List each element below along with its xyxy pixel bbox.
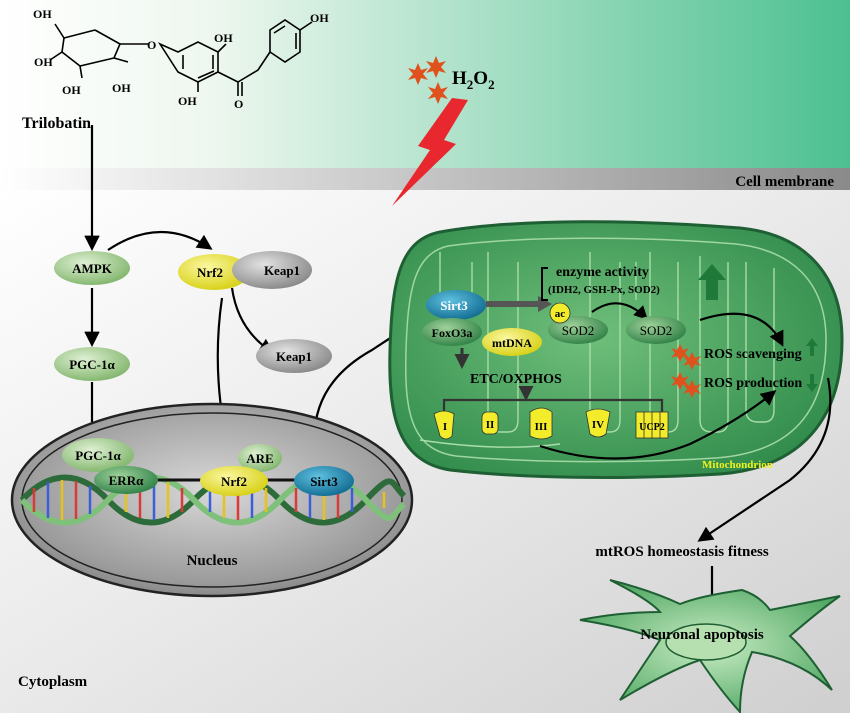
acetyl-group (549, 302, 571, 324)
atom-oh-6: OH (178, 94, 197, 108)
keap1-bound-label: Keap1 (264, 263, 300, 278)
mitochondrion-label: Mitochondrion (702, 459, 773, 471)
pgc1a-nuclear-node (62, 438, 134, 472)
trilobatin-label: Trilobatin (22, 115, 91, 132)
etc-bracket (442, 398, 664, 414)
mito-arrows (539, 312, 832, 542)
cytoplasm-label: Cytoplasm (18, 674, 88, 690)
h2o2-h: H (452, 68, 467, 89)
ros-scavenging-label: ROS scavenging (704, 347, 802, 362)
complex-iii: III (529, 407, 553, 440)
sirt3-mito-label: Sirt3 (440, 298, 468, 313)
complex-ucp2: UCP2 (635, 411, 669, 439)
keap1-free-node (256, 339, 332, 373)
complex-i: I (433, 410, 455, 440)
pgc1a-label: PGC-1α (69, 357, 115, 372)
sirt3-nuclear-node (294, 466, 354, 496)
h2o2-lightning-bolt (392, 98, 468, 206)
complex-ii-label: II (486, 419, 495, 431)
cell-membrane-band (0, 168, 850, 190)
complex-iv-label: IV (592, 419, 604, 431)
erra-node (94, 466, 158, 494)
complex-iv: IV (585, 408, 611, 438)
etc-oxphos-label: ETC/OXPHOS (470, 372, 562, 387)
nrf2-nuclear-label: Nrf2 (221, 474, 247, 489)
erra-label: ERRα (109, 473, 144, 488)
ros-stars-production (671, 372, 701, 398)
acetyl-label: ac (555, 308, 566, 320)
complex-ii: II (481, 411, 499, 435)
h2o2-sub-1: 2 (467, 77, 474, 92)
sod2-acetylated-node (548, 316, 608, 344)
neuronal-apoptosis-label: Neuronal apoptosis (640, 627, 764, 643)
ampk-label: AMPK (72, 261, 113, 276)
trilobatin-structure (49, 19, 313, 96)
mtros-homeostasis-label: mtROS homeostasis fitness (595, 544, 768, 560)
enzyme-up-arrow (698, 264, 726, 300)
h2o2-stars (408, 56, 448, 104)
atom-o-ketone: O (234, 97, 243, 111)
foxo3a-node (422, 318, 482, 346)
foxo3a-label: FoxO3a (432, 326, 473, 340)
sod2-label: SOD2 (640, 323, 673, 338)
atom-oh-2: OH (34, 55, 53, 69)
complex-i-label: I (443, 421, 447, 433)
mitochondrion-outer (388, 220, 844, 479)
deacetylation-arrow (591, 302, 648, 320)
atom-o-link: O (147, 38, 156, 52)
mtdna-node (482, 328, 542, 356)
trilobatin-atoms: OH OH OH OH O OH OH O OH (33, 7, 329, 111)
nucleus-label: Nucleus (187, 553, 238, 569)
ros-production-label: ROS production (704, 376, 802, 391)
complex-iii-label: III (535, 421, 548, 433)
keap1-free-label: Keap1 (276, 349, 312, 364)
enzyme-bracket (541, 267, 548, 301)
cell-membrane-label: Cell membrane (735, 174, 834, 190)
are-label: ARE (246, 451, 273, 466)
neuron-nucleus (665, 623, 747, 661)
sod2-node (626, 316, 686, 344)
ros-scavenging-up-arrow (806, 338, 818, 356)
sirt3-mito-node (426, 290, 486, 320)
enzyme-list-label: (IDH2, GSH-Px, SOD2) (548, 284, 660, 296)
mitochondrion-inner-membrane (404, 237, 827, 463)
nrf2-nuclear-node (200, 466, 268, 496)
atom-oh-5: OH (214, 31, 233, 45)
h2o2-o: O (473, 68, 488, 89)
ros-production-down-arrow (806, 374, 818, 392)
pgc1a-nuclear-label: PGC-1α (75, 448, 121, 463)
atom-oh-1: OH (33, 7, 52, 21)
sod2-acetylated-label: SOD2 (562, 323, 595, 338)
nrf2-node (178, 254, 250, 290)
atom-oh-3: OH (62, 83, 81, 97)
h2o2-label: H2O2 (452, 68, 495, 92)
ampk-node (54, 251, 130, 285)
enzyme-activity-label: enzyme activity (556, 265, 649, 280)
mtdna-label: mtDNA (492, 336, 532, 350)
atom-oh-7: OH (310, 11, 329, 25)
are-node (238, 444, 282, 472)
ros-stars-scavenging (671, 344, 701, 370)
pgc1a-node (54, 347, 130, 381)
complex-ucp2-label: UCP2 (639, 422, 665, 433)
keap1-bound-node (232, 251, 312, 289)
sirt3-nuclear-label: Sirt3 (310, 474, 338, 489)
h2o2-sub-2: 2 (488, 77, 495, 92)
nrf2-label: Nrf2 (197, 265, 223, 280)
atom-oh-4: OH (112, 81, 131, 95)
